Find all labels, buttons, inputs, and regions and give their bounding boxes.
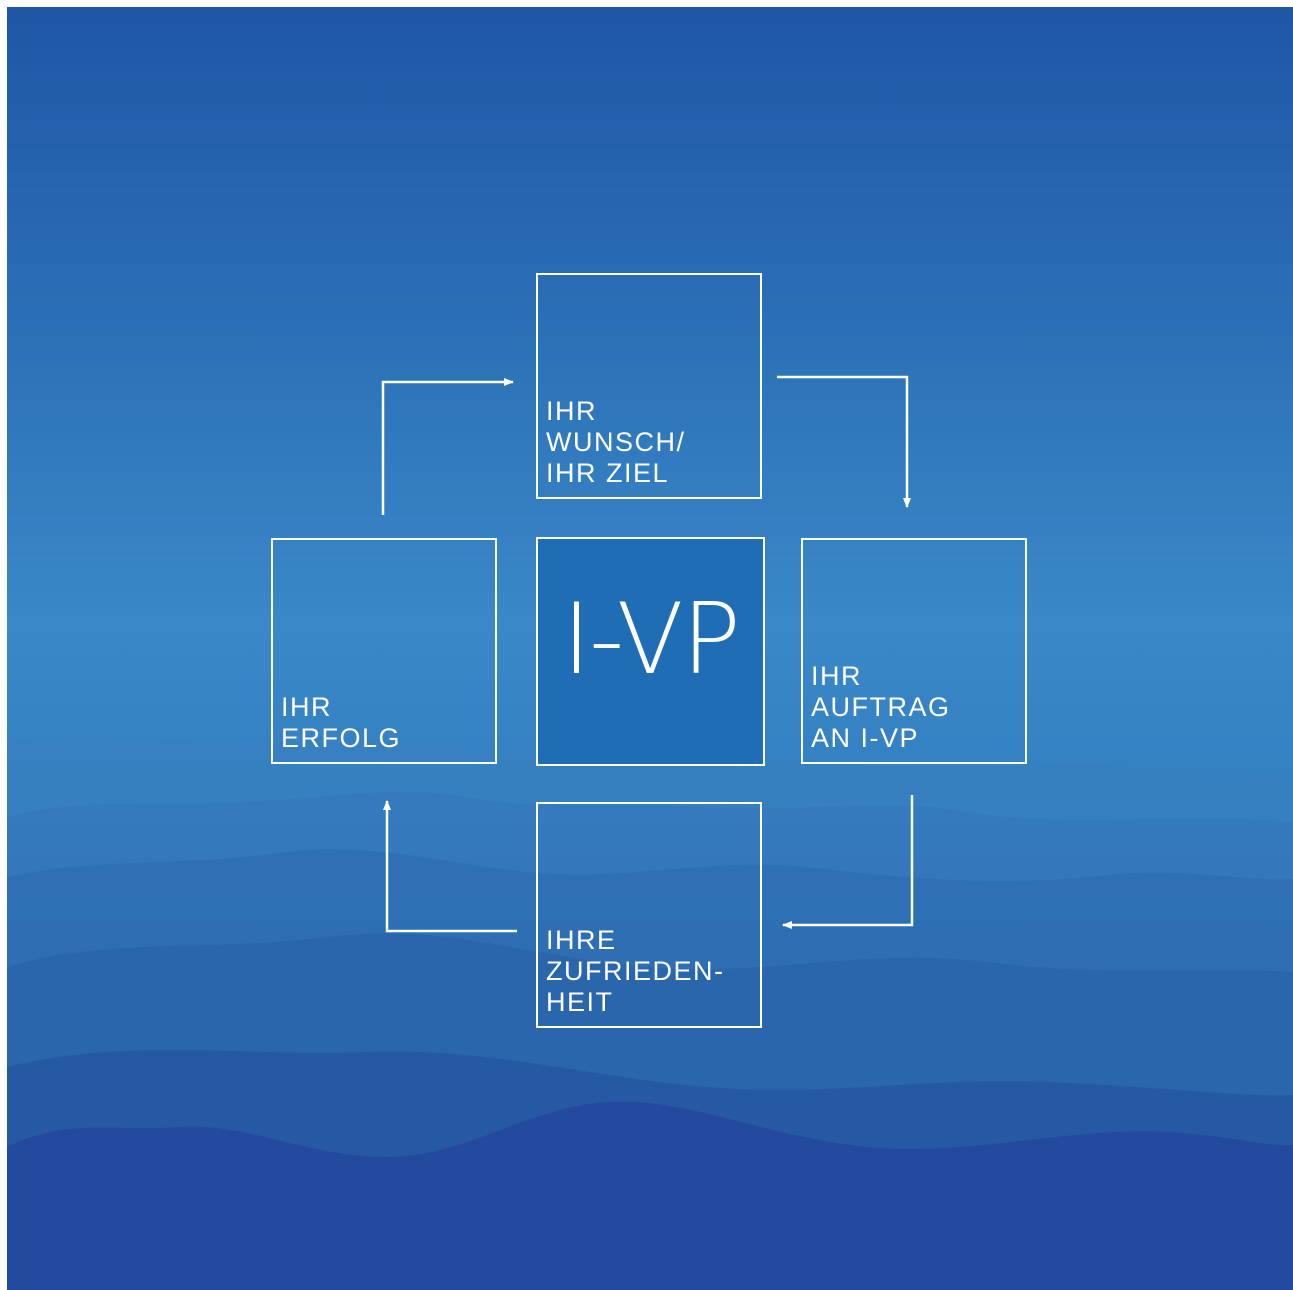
step-label-satisfaction: IHRE ZUFRIEDEN- HEIT bbox=[546, 925, 725, 1017]
step-label-success: IHR ERFOLG bbox=[281, 692, 402, 753]
arrow-bottom-to-left bbox=[383, 800, 517, 933]
step-label-wish-goal: IHR WUNSCH/ IHR ZIEL bbox=[546, 396, 686, 488]
step-box-right: IHR AUFTRAG AN I-VP bbox=[801, 538, 1027, 764]
ivp-logo: I-VP bbox=[562, 582, 741, 697]
step-box-top: IHR WUNSCH/ IHR ZIEL bbox=[536, 273, 762, 499]
ridge-near bbox=[7, 1101, 1293, 1290]
arrow-top-to-right bbox=[777, 375, 911, 508]
center-logo-box: I-VP bbox=[536, 537, 765, 766]
arrow-right-to-bottom bbox=[782, 795, 914, 929]
step-box-left: IHR ERFOLG bbox=[271, 538, 497, 764]
mountain-background: IHR WUNSCH/ IHR ZIEL IHR ERFOLG I-VP IHR… bbox=[7, 7, 1293, 1290]
flow-arrows bbox=[381, 375, 914, 933]
arrow-left-to-top bbox=[381, 378, 514, 515]
step-label-order: IHR AUFTRAG AN I-VP bbox=[811, 661, 951, 753]
landscape-illustration bbox=[7, 7, 1293, 1290]
step-box-bottom: IHRE ZUFRIEDEN- HEIT bbox=[536, 802, 762, 1028]
